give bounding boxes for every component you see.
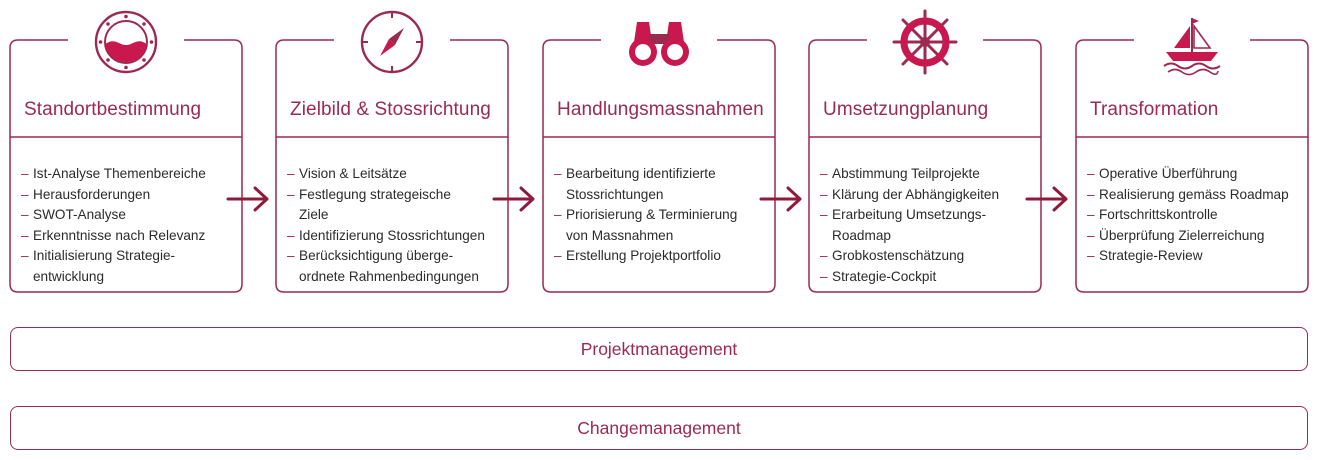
phase-item-list: Vision & Leitsätze Festlegung strategeis…: [287, 164, 505, 287]
phase-card-transformation: Transformation Operative Überführung Rea…: [1075, 18, 1309, 293]
card-frame: [275, 39, 509, 293]
phase-card-umsetzungplanung: Umsetzungplanung Abstimmung Teilprojekte…: [808, 9, 1042, 293]
bar-label: Projektmanagement: [580, 338, 738, 359]
list-item: Initialisierung Strategie-entwicklung: [21, 246, 239, 287]
list-item: Überprüfung Zielerreichung: [1087, 226, 1305, 247]
compass-icon: [358, 8, 426, 76]
bar-label: Changemanagement: [577, 417, 741, 438]
phase-item-list: Bearbeitung identifizierteStossrichtunge…: [554, 164, 772, 267]
card-frame: [542, 39, 776, 293]
list-item: SWOT-Analyse: [21, 205, 239, 226]
phase-item-list: Ist-Analyse Themenbereiche Herausforderu…: [21, 164, 239, 287]
phase-card-zielbild: Zielbild & Stossrichtung Vision & Leitsä…: [275, 10, 509, 293]
changemanagement-bar: Changemanagement: [10, 406, 1308, 450]
projektmanagement-bar: Projektmanagement: [10, 327, 1308, 371]
ship-wheel-icon: [891, 8, 959, 76]
phase-title: Handlungsmassnahmen: [557, 99, 764, 120]
phase-item-list: Abstimmung Teilprojekte Klärung der Abhä…: [820, 164, 1038, 287]
arrow-right-icon: [226, 186, 269, 212]
phase-title: Umsetzungplanung: [823, 99, 989, 120]
list-item: Grobkostenschätzung: [820, 246, 1038, 267]
list-item: Vision & Leitsätze: [287, 164, 505, 185]
phase-title: Zielbild & Stossrichtung: [290, 99, 491, 120]
list-item: Berücksichtigung überge-ordnete Rahmenbe…: [287, 246, 505, 287]
sailboat-icon: [1158, 8, 1226, 76]
list-item: Erstellung Projektportfolio: [554, 246, 772, 267]
list-item: Erkenntnisse nach Relevanz: [21, 226, 239, 247]
list-item: Strategie-Cockpit: [820, 267, 1038, 288]
list-item: Ist-Analyse Themenbereiche: [21, 164, 239, 185]
phase-title: Standortbestimmung: [24, 99, 202, 120]
phase-title: Transformation: [1090, 99, 1219, 120]
list-item: Abstimmung Teilprojekte: [820, 164, 1038, 185]
arrow-right-icon: [759, 186, 802, 212]
card-frame: [808, 39, 1042, 293]
list-item: Bearbeitung identifizierteStossrichtunge…: [554, 164, 772, 205]
arrow-right-icon: [492, 186, 535, 212]
phase-card-standortbestimmung: Standortbestimmung Ist-Analyse Themenber…: [9, 10, 243, 293]
list-item: Identifizierung Stossrichtungen: [287, 226, 505, 247]
list-item: Herausforderungen: [21, 185, 239, 206]
list-item: Erarbeitung Umsetzungs-Roadmap: [820, 205, 1038, 246]
list-item: Operative Überführung: [1087, 164, 1305, 185]
phase-item-list: Operative Überführung Realisierung gemäs…: [1087, 164, 1305, 267]
arrow-right-icon: [1025, 186, 1068, 212]
binoculars-icon: [625, 8, 693, 76]
list-item: Realisierung gemäss Roadmap: [1087, 185, 1305, 206]
card-frame: [1075, 39, 1309, 293]
list-item: Strategie-Review: [1087, 246, 1305, 267]
list-item: Klärung der Abhängigkeiten: [820, 185, 1038, 206]
list-item: Fortschrittskontrolle: [1087, 205, 1305, 226]
phase-card-handlungsmassnahmen: Handlungsmassnahmen Bearbeitung identifi…: [542, 22, 776, 293]
porthole-icon: [92, 8, 160, 76]
card-frame: [9, 39, 243, 293]
